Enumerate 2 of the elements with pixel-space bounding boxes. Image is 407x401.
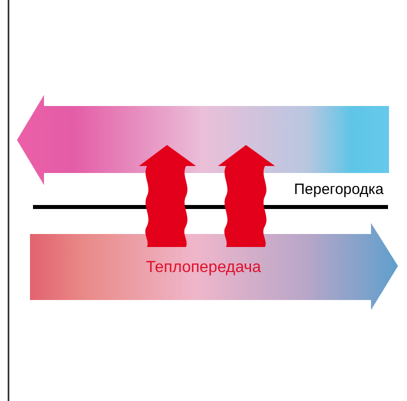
heat-transfer-label: Теплопередача: [146, 258, 261, 278]
partition-label: Перегородка: [294, 181, 384, 200]
